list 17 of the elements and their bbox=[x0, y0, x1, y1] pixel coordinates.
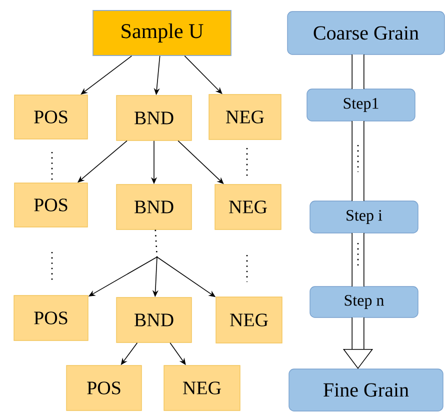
set-box: BND bbox=[116, 297, 192, 343]
process-box: Coarse Grain bbox=[287, 11, 445, 55]
set-box: POS bbox=[14, 295, 88, 341]
set-box: POS bbox=[66, 365, 142, 411]
process-box: Fine Grain bbox=[288, 368, 444, 412]
root-box: Sample U bbox=[92, 10, 232, 56]
step-box: Step1 bbox=[306, 88, 416, 122]
set-box: POS bbox=[14, 94, 88, 140]
step-box: Step i bbox=[310, 200, 418, 234]
set-box: BND bbox=[116, 184, 192, 230]
step-box: Step n bbox=[310, 286, 418, 318]
set-box: NEG bbox=[208, 94, 282, 140]
set-box: BND bbox=[116, 95, 192, 141]
set-box: NEG bbox=[214, 184, 282, 230]
set-box: POS bbox=[14, 182, 88, 228]
set-box: NEG bbox=[216, 296, 282, 344]
set-box: NEG bbox=[164, 365, 240, 411]
